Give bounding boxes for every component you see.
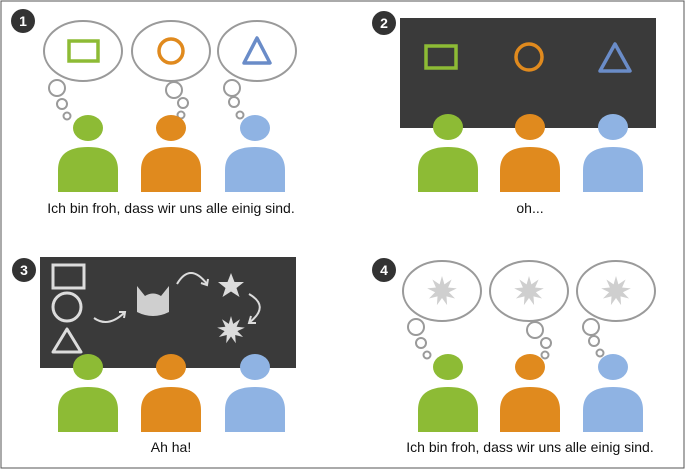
board [400,18,656,128]
thought-bubble-orange [489,260,569,360]
triangle-icon [242,36,272,65]
person-green [58,115,118,192]
person-green [58,354,118,432]
triangle-icon [51,327,83,354]
person-green [418,354,478,432]
circle-icon [514,42,544,72]
rectangle-icon [67,39,100,63]
thought-bubble-blue [217,20,297,120]
triangle-icon [598,42,632,73]
panel-3: 3 [12,257,296,432]
panel-number-badge [12,258,36,282]
thought-bubble-orange [131,20,211,120]
panel-number: 3 [20,262,28,278]
burst-star-icon [601,276,631,306]
arrow-icon [176,272,208,285]
arrow-icon [248,293,261,323]
panel-number-badge [11,9,35,33]
circle-icon [51,291,83,323]
circle-icon [157,37,185,65]
panel-number: 1 [19,13,27,29]
person-blue [583,114,643,192]
panel-2-caption: oh... [516,200,544,216]
thought-bubble-green [402,260,482,360]
person-orange [500,114,560,192]
person-blue [225,115,285,192]
rectangle-icon [51,263,86,290]
panel-number-badge [372,11,396,35]
star-icon [218,273,244,297]
burst-star-icon [514,276,544,306]
rectangle-icon [424,44,458,70]
person-orange [141,115,201,192]
panel-3-caption: Ah ha! [150,439,192,455]
thought-bubble-green [43,20,123,121]
arrow-icon [93,312,125,323]
person-green [418,114,478,192]
panel-number: 4 [380,262,388,278]
thought-bubble-blue [576,260,656,358]
panel-number: 2 [380,15,388,31]
panel-2: 2 [372,11,656,192]
cat-head-icon [137,286,169,316]
panel-number-badge [372,258,396,282]
person-orange [141,354,201,432]
person-orange [500,354,560,432]
person-blue [583,354,643,432]
panel-4: 4 [372,258,656,432]
panel-1-caption: Ich bin froh, dass wir uns alle einig si… [47,200,295,216]
panel-4-caption: Ich bin froh, dass wir uns alle einig si… [406,439,654,455]
burst-star-icon [427,276,457,306]
person-blue [225,354,285,432]
panel-1: 1 [11,9,297,192]
burst-star-icon [217,316,245,344]
